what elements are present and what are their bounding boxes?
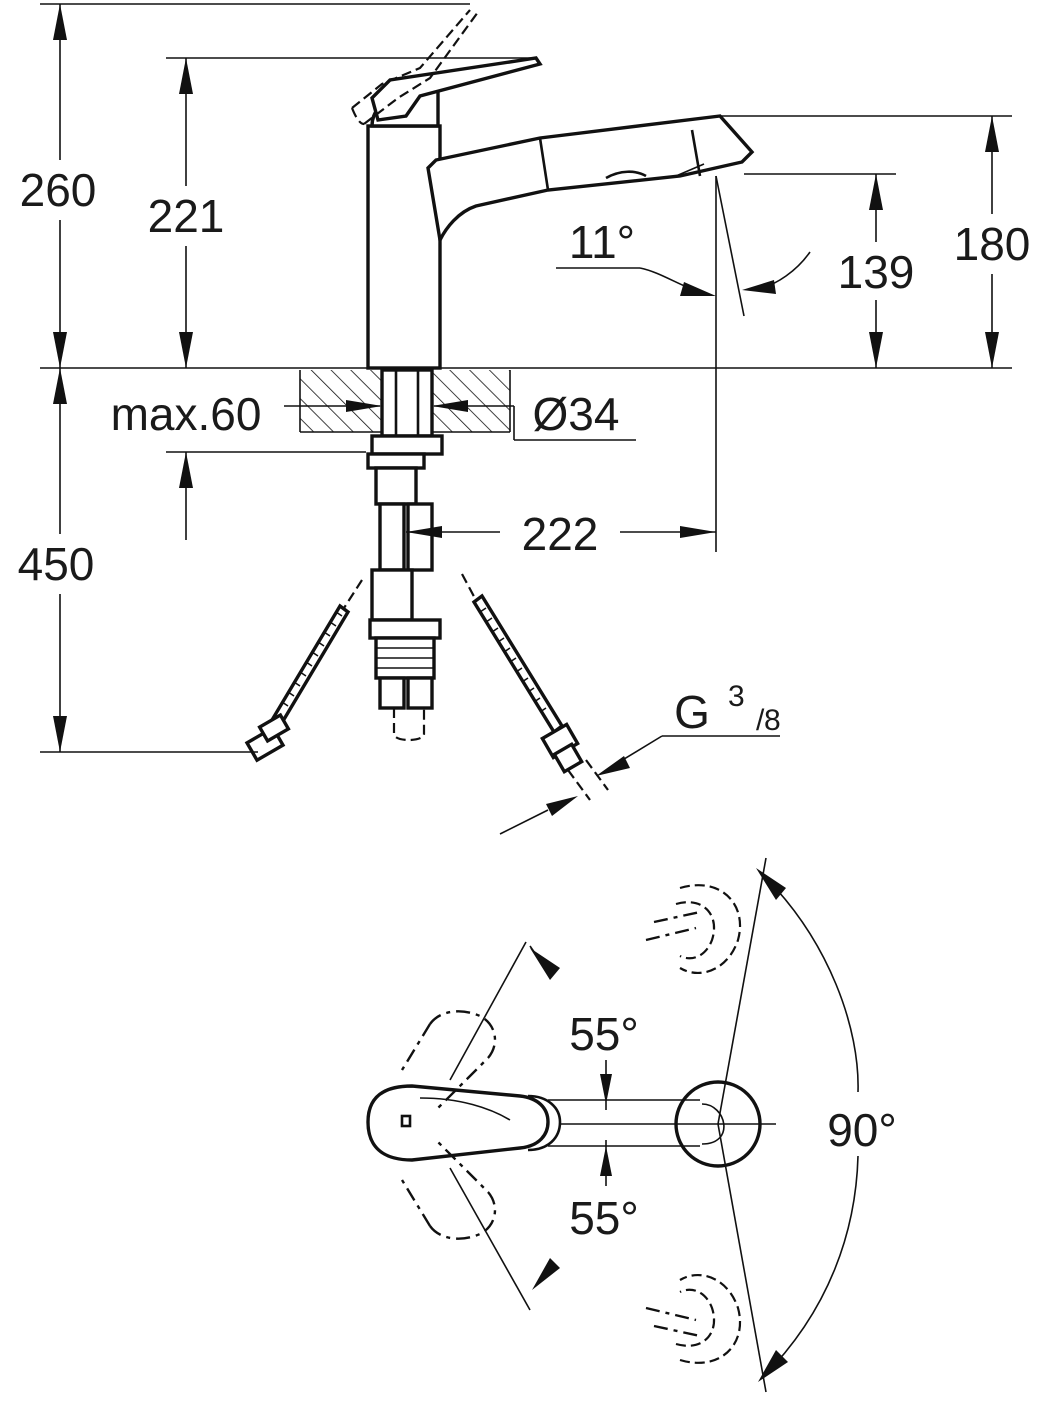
- side-view: 260 221 180 139: [6, 3, 1042, 835]
- spout-rotated-down: [645, 1273, 741, 1364]
- dim-spout-swivel: 90°: [717, 857, 897, 1393]
- spout: [426, 114, 755, 246]
- label-180: 180: [954, 218, 1031, 270]
- dim-lever-angle-bottom: 55°: [449, 1140, 639, 1311]
- countertop-section: [299, 370, 511, 433]
- dim-spout-reach: 222: [406, 508, 716, 560]
- top-view: 55° 55° 90°: [366, 857, 897, 1393]
- label-221: 221: [148, 190, 225, 242]
- dim-below-deck: 450: [6, 368, 366, 753]
- label-55deg-top: 55°: [569, 1008, 639, 1060]
- dim-total-height: 260: [6, 3, 470, 368]
- dim-max-thickness: max.60: [111, 388, 382, 440]
- label-thread-numerator: 3: [728, 680, 745, 713]
- lever-raised-outline: [350, 9, 479, 126]
- lever-rotated-down: [400, 1141, 497, 1240]
- faucet-body: [366, 124, 442, 370]
- label-450: 450: [18, 538, 95, 590]
- dim-spout-angle: 11°: [556, 175, 811, 552]
- dim-hole-diameter: Ø34: [432, 388, 636, 441]
- label-d34: Ø34: [533, 388, 620, 440]
- dim-lever-angle-top: 55°: [449, 941, 639, 1110]
- label-55deg-bottom: 55°: [569, 1192, 639, 1244]
- lever-rotated-up: [400, 1010, 497, 1109]
- label-max60: max.60: [111, 388, 262, 440]
- label-thread-denominator: 8: [764, 704, 781, 737]
- dim-lever-height: 221: [134, 57, 536, 368]
- label-thread-slash: /: [756, 704, 765, 737]
- label-11deg: 11°: [569, 216, 635, 268]
- label-thread-g: G: [674, 686, 710, 738]
- label-260: 260: [20, 164, 97, 216]
- dim-outlet-height: 139: [744, 173, 926, 368]
- label-139: 139: [838, 246, 915, 298]
- label-90deg: 90°: [827, 1104, 897, 1156]
- lever: [370, 56, 543, 128]
- dim-connection-thread: G 3 / 8: [499, 680, 781, 835]
- label-222: 222: [522, 508, 599, 560]
- supply-hose-left: [244, 579, 363, 763]
- lever-top: [366, 1084, 776, 1162]
- dim-spout-height: 180: [720, 115, 1042, 368]
- supply-hose-right: [461, 573, 609, 801]
- spout-rotated-up: [645, 884, 741, 975]
- underdeck-assembly: [366, 368, 444, 742]
